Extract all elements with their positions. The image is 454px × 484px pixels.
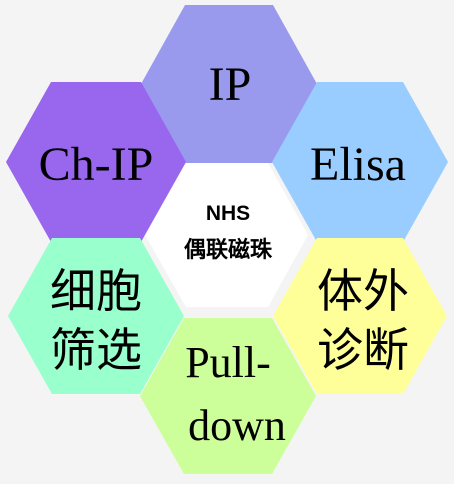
hexagon-in-vitro-diagnostics-shape xyxy=(273,238,447,394)
hexagon-in-vitro-diagnostics: 体外 诊断 xyxy=(273,238,447,394)
hexagon-cell-sorting-shape xyxy=(8,238,184,394)
hexagon-ch-ip-label: Ch-IP xyxy=(39,138,154,191)
hexagon-pull-down: Pull- down xyxy=(140,318,316,474)
hexagon-elisa: Elisa xyxy=(272,82,448,242)
center-label-line-1: NHS xyxy=(206,202,250,225)
hexagon-elisa-shape xyxy=(272,82,448,242)
center-hexagon-nhs-beads: NHS 偶联磁珠 xyxy=(145,163,308,307)
hexagon-cell-sorting-label-line-1: 细胞 xyxy=(50,266,142,317)
hexagon-elisa-label: Elisa xyxy=(310,138,406,191)
hexagon-ip-shape xyxy=(141,5,317,163)
hexagon-pull-down-shape xyxy=(140,318,316,474)
hexagon-ch-ip-shape xyxy=(6,82,186,242)
center-label-line-2: 偶联磁珠 xyxy=(184,237,273,262)
hexagon-in-vitro-diagnostics-label-line-2: 诊断 xyxy=(317,325,409,376)
hexagon-in-vitro-diagnostics-label-line-1: 体外 xyxy=(317,266,409,317)
hexagon-ch-ip: Ch-IP xyxy=(6,82,186,242)
hexagon-cell-sorting: 细胞 筛选 xyxy=(8,238,184,394)
hexagon-pull-down-label-line-1: Pull- xyxy=(185,338,271,387)
center-hexagon-shape xyxy=(145,163,308,307)
hexagon-ip-label: IP xyxy=(209,58,252,111)
hexagon-pull-down-label-line-2: down xyxy=(188,401,286,450)
hexagon-cell-sorting-label-line-2: 筛选 xyxy=(50,325,142,376)
hexagon-ip: IP xyxy=(141,5,317,163)
